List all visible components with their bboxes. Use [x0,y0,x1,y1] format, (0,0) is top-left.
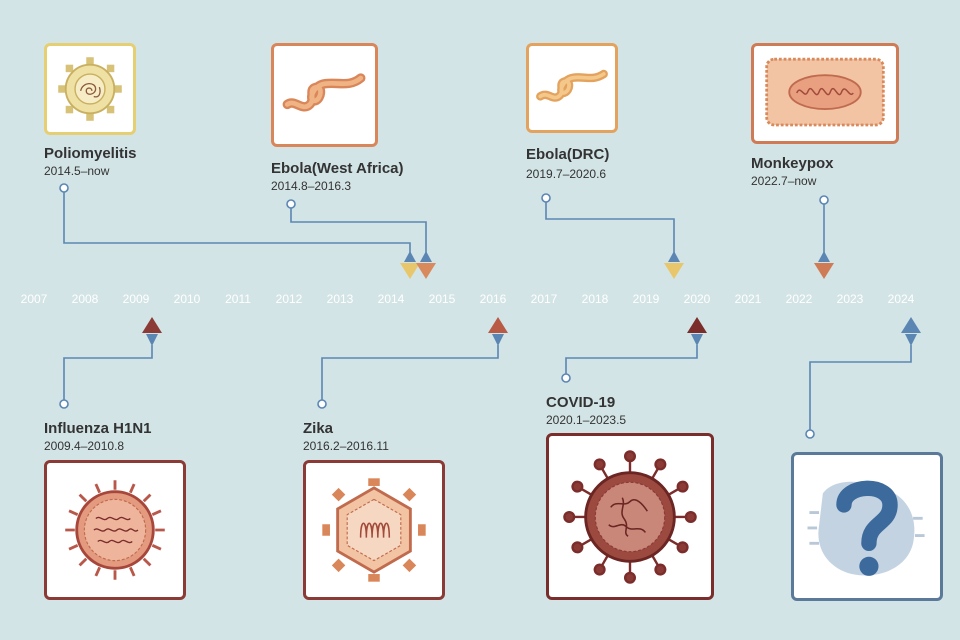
year-label: 2010 [173,292,201,306]
covid-arrow-stem [691,334,703,346]
year-label: 2018 [581,292,609,306]
unknown-arrow-stem [905,334,917,346]
covid-name: COVID-19 [546,394,616,411]
year-label: 2011 [225,292,251,306]
polio-arrow-down [400,263,420,279]
ebola-drc-arrow-down [664,263,684,279]
coronavirus-icon [563,450,697,584]
year-label: 2023 [836,292,864,306]
h1n1-anchor-dot [59,399,69,409]
ebola-drc-anchor-dot [541,193,551,203]
zika-card [303,460,445,600]
year-label: 2021 [734,292,762,306]
year-label: 2017 [530,292,558,306]
mpox-arrow-down [814,263,834,279]
unknown-anchor-dot [805,429,815,439]
year-label: 2020 [683,292,711,306]
covid-dates: 2020.1–2023.5 [546,413,627,427]
h1n1-name: Influenza H1N1 [44,420,152,437]
zika-arrow-stem [492,334,504,346]
polio-name: Poliomyelitis [44,145,137,162]
zika-connector [321,345,499,400]
h1n1-arrow-up [142,317,162,333]
year-label: 2014 [377,292,405,306]
zika-name: Zika [303,420,334,437]
ebola-drc-card [526,43,618,133]
mpox-card [751,43,899,144]
ebola-drc-connector [545,202,675,255]
ebola-wa-connector [290,208,427,255]
unknown-card [791,452,943,601]
polio-dates: 2014.5–now [44,164,110,178]
polio-connector [63,192,411,255]
covid-anchor-dot [561,373,571,383]
mpox-dates: 2022.7–now [751,174,817,188]
poliovirus-icon [58,57,122,121]
unknown-arrow-up [901,317,921,333]
year-label: 2016 [479,292,507,306]
question-mark-icon [807,480,925,576]
mpox-name: Monkeypox [751,155,834,172]
ebola-wa-anchor-dot [286,199,296,209]
ebola-wa-card [271,43,378,147]
polio-card [44,43,136,135]
ebola-virus-icon [536,69,608,102]
year-label: 2007 [20,292,48,306]
h1n1-connector [63,345,153,400]
year-label: 2008 [71,292,99,306]
influenza-virus-icon [65,480,165,580]
covid-card [546,433,714,600]
ebola-wa-dates: 2014.8–2016.3 [271,179,352,193]
year-label: 2024 [887,292,915,306]
year-label: 2022 [785,292,813,306]
ebola-drc-name: Ebola(DRC) [526,146,610,163]
ebola-drc-arrow-top [668,251,680,262]
year-label: 2009 [122,292,150,306]
year-label: 2019 [632,292,660,306]
year-label: 2012 [275,292,303,306]
unknown-connector [809,345,912,430]
covid-connector [565,345,698,374]
zika-anchor-dot [317,399,327,409]
year-label: 2013 [326,292,354,306]
h1n1-dates: 2009.4–2010.8 [44,439,125,453]
zika-arrow-up [488,317,508,333]
ebola-wa-arrow-down [416,263,436,279]
ebola-wa-arrow-top [420,251,432,262]
polio-anchor-dot [59,183,69,193]
mpox-arrow-top [818,251,830,262]
ebola-wa-name: Ebola(West Africa) [271,160,404,177]
h1n1-arrow-stem [146,334,158,346]
mpox-anchor-dot [819,195,829,205]
year-label: 2015 [428,292,456,306]
covid-arrow-up [687,317,707,333]
monkeypox-virus-icon [765,57,885,127]
ebola-drc-dates: 2019.7–2020.6 [526,167,607,181]
h1n1-card [44,460,186,600]
zika-virus-icon [322,478,426,582]
zika-dates: 2016.2–2016.11 [303,439,389,453]
ebola-virus-icon [282,73,366,112]
polio-arrow-top [404,251,416,262]
